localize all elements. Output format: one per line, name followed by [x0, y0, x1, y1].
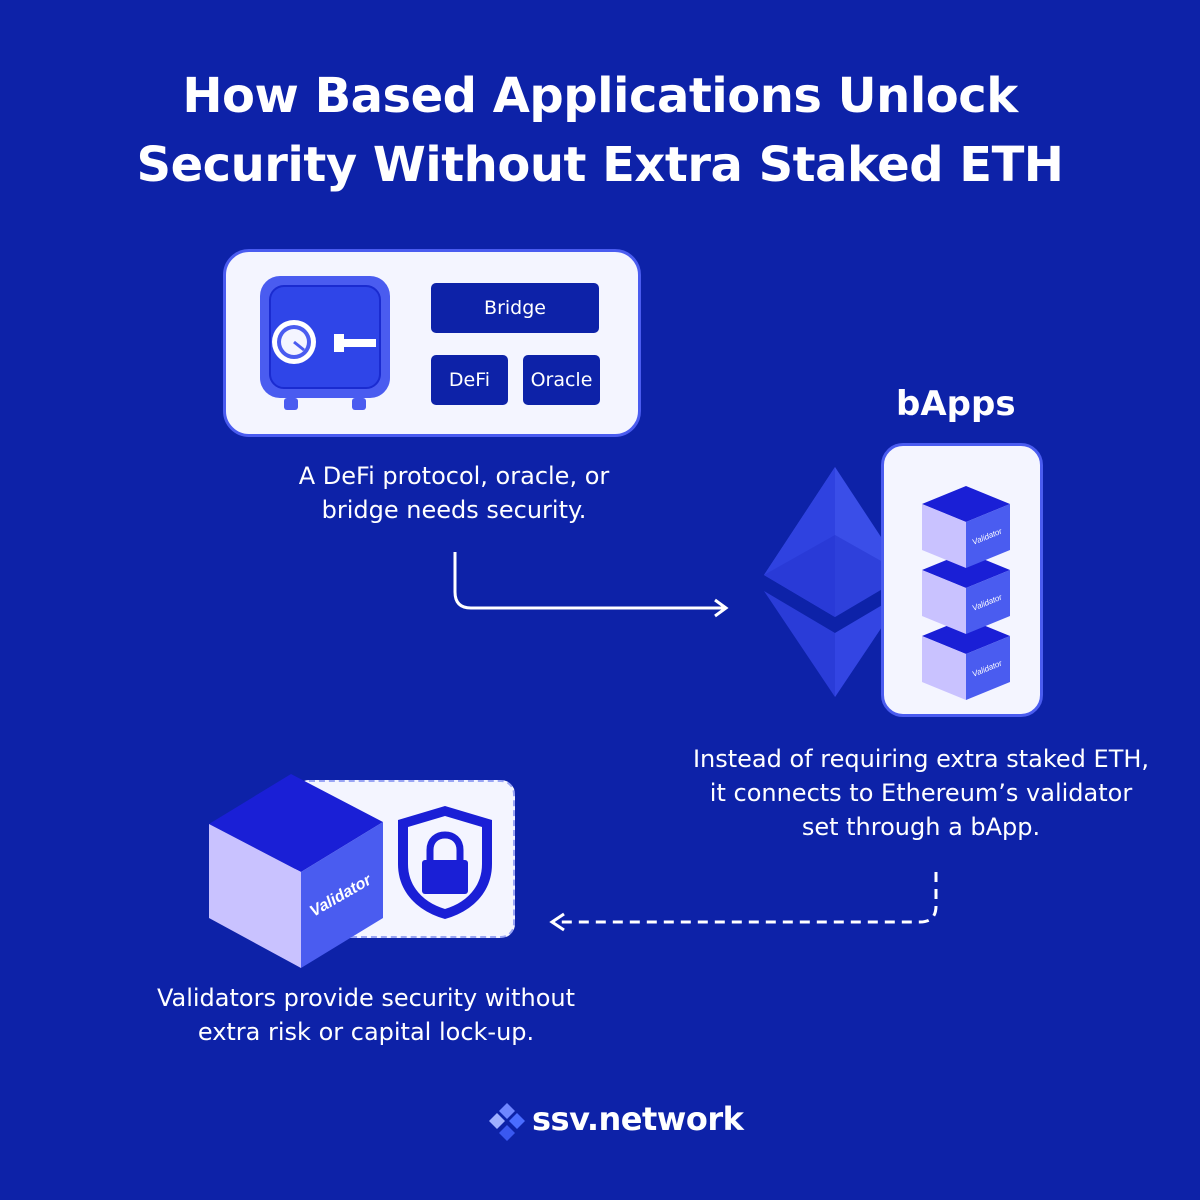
validator-stack-icon: Validator Validator Validator	[922, 486, 1010, 700]
arrow-left-dashed-icon	[549, 872, 938, 932]
validator-cube-icon: Validator	[209, 774, 383, 968]
validator-cube-icon: Validator	[922, 486, 1010, 568]
bapps-card: Validator Validator Validator	[881, 443, 1043, 717]
validator-caption: Validators provide security without extr…	[116, 981, 616, 1049]
ethereum-logo-icon	[764, 467, 906, 697]
brand-name: ssv.network	[532, 1100, 744, 1138]
bapps-caption-line2: it connects to Ethereum’s validator	[709, 779, 1133, 807]
validator-caption-line2: extra risk or capital lock-up.	[197, 1018, 535, 1046]
validator-caption-line1: Validators provide security without	[156, 984, 576, 1012]
defi-chip: DeFi	[431, 355, 508, 405]
ssv-logo-icon	[489, 1103, 525, 1141]
bapps-caption-line3: set through a bApp.	[801, 813, 1041, 841]
bapps-caption-line1: Instead of requiring extra staked ETH,	[692, 745, 1150, 773]
safe-icon	[260, 276, 390, 410]
protocol-caption-line1: A DeFi protocol, oracle, or	[298, 462, 610, 490]
validator-shield-group: Validator	[205, 772, 520, 972]
protocol-caption: A DeFi protocol, oracle, or bridge needs…	[254, 459, 654, 527]
shield-lock-icon	[398, 806, 492, 919]
validator-cube-icon: Validator	[922, 552, 1010, 634]
validator-cube-icon: Validator	[922, 618, 1010, 700]
arrow-right-icon	[453, 552, 729, 618]
page-title-line1: How Based Applications Unlock	[182, 68, 1018, 124]
oracle-chip: Oracle	[523, 355, 600, 405]
bapps-label: bApps	[896, 384, 1016, 424]
protocol-panel: Bridge DeFi Oracle	[223, 249, 641, 437]
bridge-chip: Bridge	[431, 283, 599, 333]
page-title-line2: Security Without Extra Staked ETH	[136, 137, 1064, 193]
bapps-caption: Instead of requiring extra staked ETH, i…	[680, 742, 1162, 844]
protocol-caption-line2: bridge needs security.	[321, 496, 587, 524]
ssv-network-logo: ssv.network	[488, 1097, 744, 1147]
